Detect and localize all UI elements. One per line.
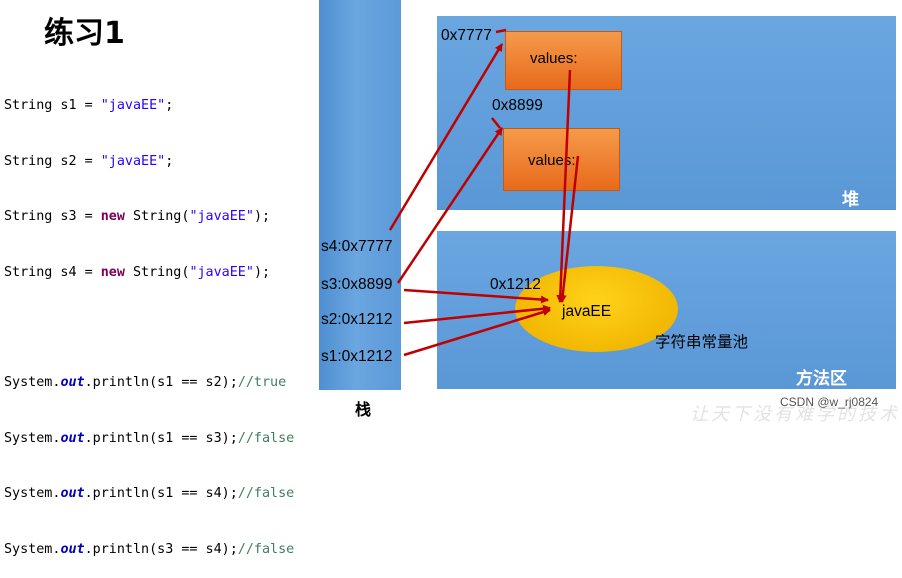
stack-region xyxy=(319,0,401,390)
code-line-s1: String s1 = "javaEE"; xyxy=(4,97,294,116)
stack-var-s2: s2:0x1212 xyxy=(321,311,393,328)
code-text: System. xyxy=(4,375,61,390)
code-line-s4: String s4 = new String("javaEE"); xyxy=(4,264,294,283)
heap-object-address: 0x8899 xyxy=(492,97,543,114)
code-string: "javaEE" xyxy=(100,153,166,169)
arrow-obj2-to-pool xyxy=(558,155,580,303)
pool-string-value: javaEE xyxy=(562,303,612,320)
code-comment: //false xyxy=(237,430,295,446)
arrow-s1-to-pool xyxy=(403,308,551,357)
code-text: System. xyxy=(4,486,61,501)
code-comment: //false xyxy=(237,486,295,501)
pointer-tick xyxy=(495,28,507,34)
code-text: String s1 = xyxy=(4,98,101,113)
stack-var-s3: s3:0x8899 xyxy=(321,276,393,293)
code-text: String s4 = xyxy=(4,264,101,280)
csdn-watermark: CSDN @w_rj0824 xyxy=(780,395,879,409)
stack-label: 栈 xyxy=(355,400,372,419)
watermark-faint-text: 让天下没有难学的技术 xyxy=(690,404,900,424)
code-comment: //false xyxy=(237,541,295,557)
code-string: "javaEE" xyxy=(189,264,254,280)
heap-object-field: values: xyxy=(528,152,576,169)
code-text: ); xyxy=(253,209,271,224)
code-text: ; xyxy=(165,153,174,169)
heap-label: 堆 xyxy=(842,190,859,210)
code-text: String( xyxy=(124,264,190,280)
heap-object-box: values: xyxy=(503,128,620,191)
code-string: "javaEE" xyxy=(189,209,254,224)
heap-object-field: values: xyxy=(530,50,578,67)
heap-object-address: 0x7777 xyxy=(441,27,492,44)
code-field: out xyxy=(60,375,85,390)
heap-object-box: values: xyxy=(505,31,622,90)
code-text: System. xyxy=(4,541,61,557)
code-line-print3: System.out.println(s1 == s4);//false xyxy=(4,485,294,504)
code-text: System. xyxy=(4,430,61,446)
code-line-s3: String s3 = new String("javaEE"); xyxy=(4,208,294,227)
code-text: ); xyxy=(253,264,271,280)
code-line-print1: System.out.println(s1 == s2);//true xyxy=(4,374,294,393)
stack-var-s1: s1:0x1212 xyxy=(321,348,393,365)
code-field: out xyxy=(60,486,85,501)
arrow-s3-to-pool xyxy=(403,288,549,304)
arrow-obj1-to-pool xyxy=(556,69,572,303)
code-string: "javaEE" xyxy=(100,98,166,113)
arrow-s2-to-pool xyxy=(403,304,551,325)
arrow-s4-to-0x7777 xyxy=(388,43,504,231)
code-line-print4: System.out.println(s3 == s4);//false xyxy=(4,541,294,560)
code-text: .println(s1 == s3); xyxy=(84,430,238,446)
code-line-s2: String s2 = "javaEE"; xyxy=(4,153,294,172)
code-text: .println(s1 == s4); xyxy=(84,486,238,501)
page-title: 练习1 xyxy=(44,16,125,51)
code-text: String s2 = xyxy=(4,153,101,169)
code-field: out xyxy=(60,541,85,557)
method-area-label: 方法区 xyxy=(796,369,847,389)
reference-arrows xyxy=(388,28,580,357)
pointer-tick xyxy=(491,117,501,129)
code-text: .println(s3 == s4); xyxy=(84,541,238,557)
string-pool-label: 字符串常量池 xyxy=(655,334,749,351)
pool-address: 0x1212 xyxy=(490,276,541,293)
arrow-s3-to-0x8899 xyxy=(396,127,504,284)
code-text: String s3 = xyxy=(4,209,101,224)
code-text: String( xyxy=(124,209,190,224)
code-text: .println(s1 == s2); xyxy=(84,375,238,390)
code-field: out xyxy=(60,430,85,446)
code-comment: //true xyxy=(237,375,287,390)
code-keyword: new xyxy=(100,264,125,280)
code-line-print2: System.out.println(s1 == s3);//false xyxy=(4,430,294,449)
code-keyword: new xyxy=(100,209,125,224)
stack-var-s4: s4:0x7777 xyxy=(321,238,393,255)
code-text: ; xyxy=(165,98,174,113)
